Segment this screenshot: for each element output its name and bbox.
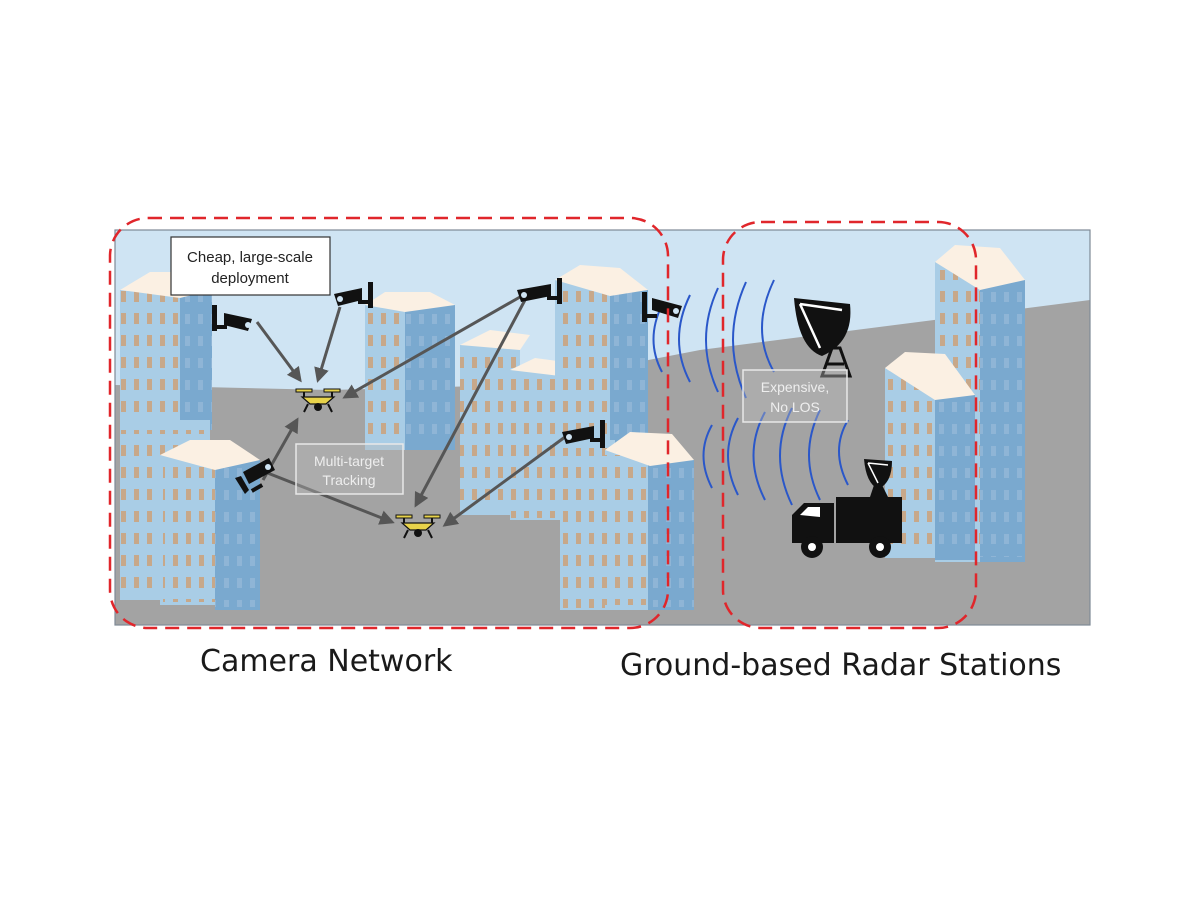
camera-network-boundary	[108, 216, 670, 630]
truck-icon	[792, 459, 902, 558]
scene-border	[114, 229, 1091, 626]
svg-text:No LOS: No LOS	[770, 399, 820, 415]
svg-text:Tracking: Tracking	[322, 472, 375, 488]
building	[160, 440, 260, 610]
label-deployment: Cheap, large-scale deployment	[170, 236, 331, 296]
svg-text:Expensive,: Expensive,	[761, 379, 829, 395]
radar-dish-icon	[794, 298, 853, 378]
camera-icon	[212, 305, 252, 331]
label-tracking: Multi-target Tracking	[295, 443, 404, 495]
radar-waves-bottom	[702, 407, 849, 506]
svg-text:deployment: deployment	[211, 270, 289, 287]
building	[365, 292, 455, 450]
camera-icon	[517, 278, 562, 304]
camera-icon	[235, 458, 275, 494]
caption-camera-network: Camera Network	[200, 644, 453, 679]
caption-radar-stations: Ground-based Radar Stations	[620, 648, 1062, 683]
camera-icon	[642, 292, 682, 322]
label-radar: Expensive, No LOS	[742, 369, 848, 423]
camera-icon	[334, 282, 373, 308]
city-scene	[115, 230, 1090, 625]
radar-stations-boundary	[721, 220, 978, 630]
building	[560, 432, 694, 610]
radar-waves-top	[652, 279, 775, 399]
drone-icon	[295, 388, 341, 413]
building	[120, 270, 212, 430]
svg-text:Cheap, large-scale: Cheap, large-scale	[187, 249, 313, 266]
svg-text:Multi-target: Multi-target	[314, 453, 384, 469]
building	[885, 352, 975, 560]
drone-icon	[395, 514, 441, 539]
camera-icon	[562, 420, 605, 448]
